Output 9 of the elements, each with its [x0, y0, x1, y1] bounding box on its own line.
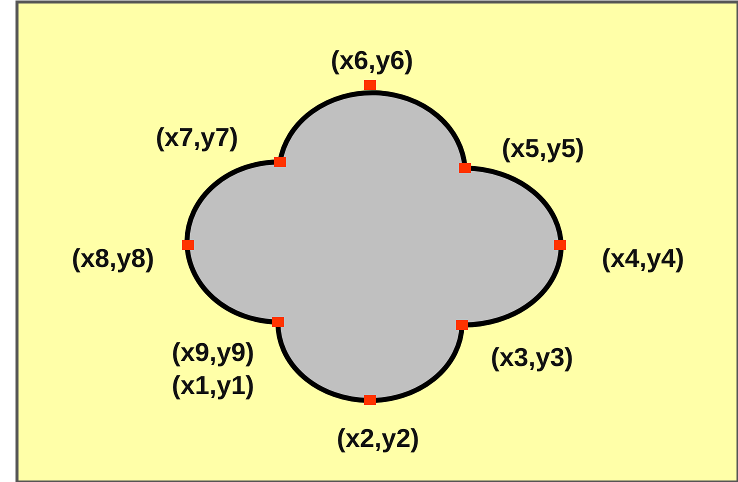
- point-label: (x3,y3): [490, 344, 574, 370]
- point-label: (x6,y6): [330, 47, 414, 73]
- point-label: (x7,y7): [156, 124, 238, 150]
- point-label: (x4,y4): [602, 245, 684, 271]
- point-label: (x9,y9): [172, 339, 254, 365]
- point-label: (x2,y2): [336, 425, 420, 451]
- point-label: (x1,y1): [172, 372, 254, 398]
- point-label: (x8,y8): [72, 245, 154, 271]
- point-label: (x5,y5): [502, 135, 584, 161]
